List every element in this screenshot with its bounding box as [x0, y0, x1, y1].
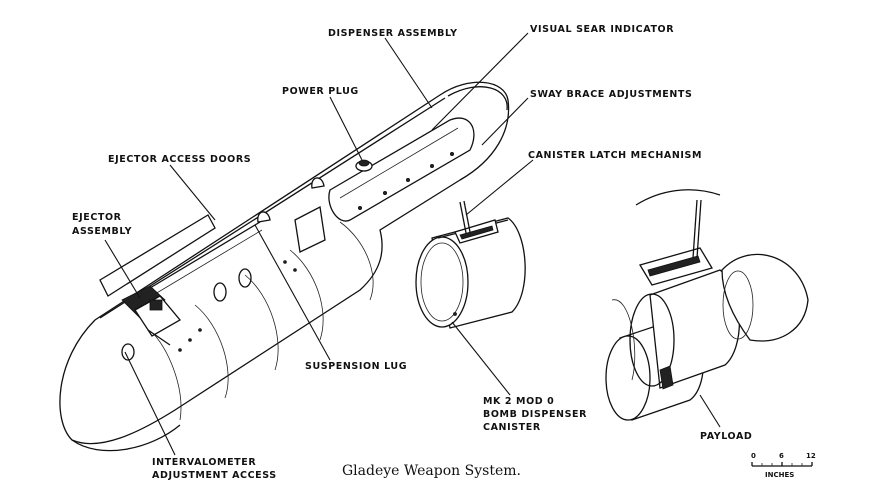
scale-bar: 0 6 12 INCHES [751, 452, 816, 479]
label-sway-brace-adjustments: SWAY BRACE ADJUSTMENTS [530, 89, 692, 100]
label-visual-sear-indicator: VISUAL SEAR INDICATOR [530, 24, 674, 35]
label-power-plug: POWER PLUG [282, 86, 359, 97]
bomb-dispenser-canister [415, 200, 526, 329]
payload-nose-cone [721, 253, 809, 342]
payload-assembly [605, 189, 809, 421]
label-ejector-access-doors: EJECTOR ACCESS DOORS [108, 154, 251, 165]
scale-tick-6: 6 [779, 452, 784, 460]
power-plug [355, 159, 373, 172]
leader-lines [104, 32, 721, 456]
dispenser-body [59, 81, 510, 452]
suspension-lugs [257, 177, 325, 223]
body-rivets [178, 260, 297, 352]
dispenser-rivets [357, 151, 454, 210]
scale-unit: INCHES [765, 471, 794, 479]
label-dispenser-assembly: DISPENSER ASSEMBLY [328, 28, 458, 39]
label-ejector: EJECTOR [72, 212, 122, 223]
ejector-access-door [99, 214, 216, 297]
figure-caption: Gladeye Weapon System. [342, 463, 521, 479]
label-intervalometer: INTERVALOMETER [152, 457, 256, 468]
label-payload: PAYLOAD [700, 431, 752, 442]
label-canister-line1: MK 2 MOD 0 [483, 396, 554, 407]
label-canister-line3: CANISTER [483, 422, 541, 433]
label-canister-latch-mechanism: CANISTER LATCH MECHANISM [528, 150, 702, 161]
label-ejector-assembly: ASSEMBLY [72, 226, 132, 237]
label-intervalometer-access: ADJUSTMENT ACCESS [152, 470, 277, 481]
label-canister-line2: BOMB DISPENSER [483, 409, 587, 420]
scale-tick-12: 12 [806, 452, 816, 460]
ejector-assembly [121, 285, 181, 346]
intervalometer-port [121, 343, 135, 361]
label-suspension-lug: SUSPENSION LUG [305, 361, 407, 372]
scale-tick-0: 0 [751, 452, 756, 460]
